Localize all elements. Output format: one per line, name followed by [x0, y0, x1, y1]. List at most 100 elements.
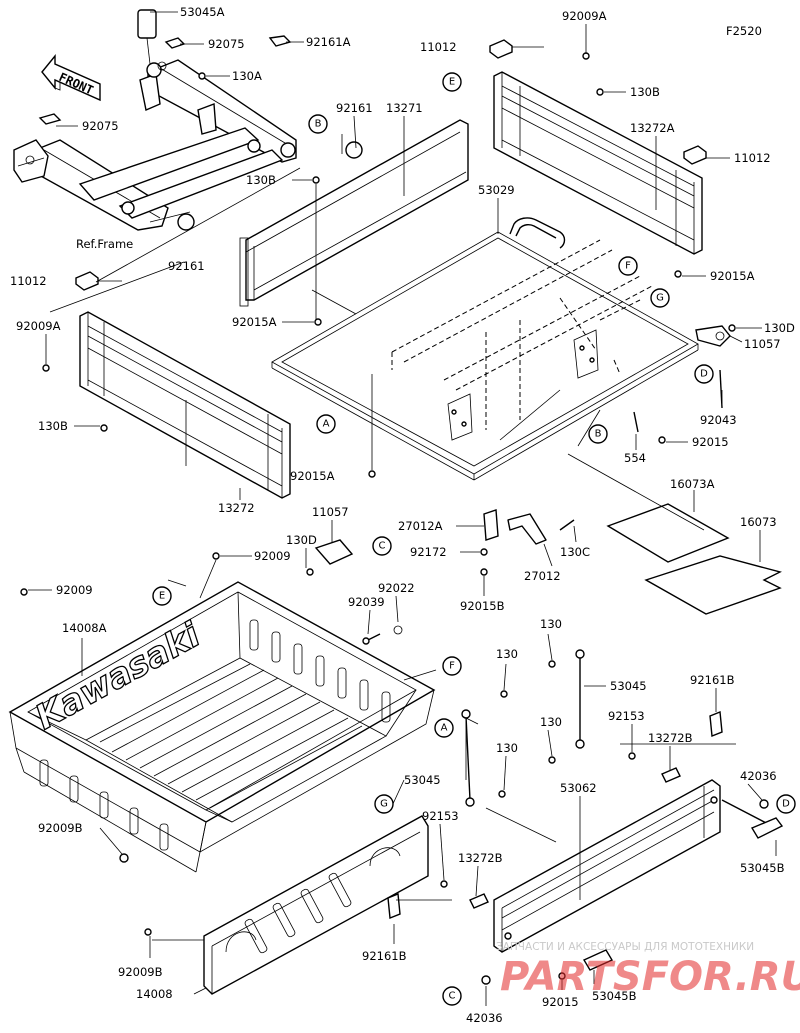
label-92161-bottom: 92161 [168, 259, 205, 273]
label-11012-top: 11012 [420, 40, 457, 54]
bolt-130B-mid [312, 176, 320, 184]
latch-53045B-right [721, 799, 784, 839]
svg-text:C: C [449, 991, 456, 1002]
cap-11012-left [75, 271, 99, 291]
bolt-92153-right [628, 752, 636, 760]
label-92022: 92022 [378, 581, 415, 595]
label-130B-top: 130B [630, 85, 660, 99]
svg-text:E: E [159, 591, 165, 602]
nut-92015-bottom [558, 972, 566, 980]
label-92161A: 92161A [306, 35, 351, 49]
label-14008A: 14008A [62, 621, 107, 635]
bumper-92161B-left [387, 893, 401, 919]
bolt-130B-top [596, 88, 604, 96]
bolt-92009B-left [119, 853, 129, 863]
label-92015-right: 92015 [692, 435, 729, 449]
bracket-27012 [507, 513, 575, 545]
part-labels: 53045A 92075 92161A 130A 92009A 11012 13… [10, 5, 795, 1025]
washer-42036-right [759, 799, 769, 809]
bolt-130B-left [100, 424, 108, 432]
front-panel-13271 [239, 119, 469, 307]
washer-92022 [393, 625, 403, 635]
label-92172: 92172 [410, 545, 447, 559]
label-13272B-right: 13272B [648, 731, 693, 745]
label-53045-left: 53045 [404, 773, 441, 787]
bolt-92009A-left [42, 364, 50, 372]
label-53045A: 53045A [180, 5, 225, 19]
label-42036-right: 42036 [740, 769, 777, 783]
label-92153-right: 92153 [608, 709, 645, 723]
label-92043: 92043 [700, 413, 737, 427]
label-92153-left: 92153 [422, 809, 459, 823]
mat-16073A [606, 503, 730, 563]
label-92015A-right: 92015A [710, 269, 755, 283]
label-130-b: 130 [496, 647, 518, 661]
label-27012A: 27012A [398, 519, 443, 533]
label-130-d: 130 [496, 741, 518, 755]
label-92039: 92039 [348, 595, 385, 609]
label-130D-right: 130D [764, 321, 795, 335]
leader-lines [28, 11, 777, 1006]
ref-frame-label: Ref.Frame [76, 237, 133, 251]
label-92015A-mid: 92015A [232, 315, 277, 329]
label-92009A-top: 92009A [562, 9, 607, 23]
label-92075-top: 92075 [208, 37, 245, 51]
label-13272A: 13272A [630, 121, 675, 135]
label-92161B-left: 92161B [362, 949, 407, 963]
callout-f-top: F [618, 256, 638, 276]
label-130-c: 130 [540, 715, 562, 729]
svg-text:E: E [449, 77, 455, 88]
label-16073: 16073 [740, 515, 777, 529]
plug-92161 [345, 141, 363, 159]
label-130-a: 130 [540, 617, 562, 631]
callout-f-bed: F [442, 656, 462, 676]
label-53062: 53062 [560, 781, 597, 795]
diagram-code: F2520 [726, 24, 762, 38]
bolt-130A [198, 72, 206, 80]
watermark-tagline: ЗАПЧАСТИ И АКСЕССУАРЫ ДЛЯ МОТОТЕХНИКИ [496, 941, 754, 953]
label-16073A: 16073A [670, 477, 715, 491]
tailgate-panel-53062 [493, 779, 721, 953]
callouts: B E F G D B A C E F G A D C [152, 72, 796, 1006]
callout-g-top: G [650, 288, 670, 308]
label-92009B-bottom: 92009B [118, 965, 163, 979]
label-92015-bottom: 92015 [542, 995, 579, 1009]
plug-92161-lower [177, 213, 195, 231]
bracket-27012A [480, 509, 499, 556]
bolt-92009B-bottom [144, 928, 152, 936]
bumper-92161B-right [709, 711, 723, 737]
latch-53045B-left [582, 949, 614, 971]
label-92161-top: 92161 [336, 101, 373, 115]
bumper-cap-92161A [268, 35, 292, 47]
callout-c-bottom: C [442, 986, 462, 1006]
label-92009B-left: 92009B [38, 821, 83, 835]
label-11057-right: 11057 [744, 337, 781, 351]
label-13272B-left: 13272B [458, 851, 503, 865]
cable-53045-right [548, 649, 585, 764]
callout-e-top: E [442, 72, 462, 92]
svg-text:D: D [700, 369, 708, 380]
svg-text:F: F [449, 661, 455, 672]
svg-text:D: D [782, 799, 790, 810]
svg-text:B: B [315, 119, 322, 130]
callout-c-top: C [372, 536, 392, 556]
washer-42036-left [481, 975, 491, 985]
label-27012: 27012 [524, 569, 561, 583]
frame-assembly [13, 9, 297, 231]
nut-92015A-mid [314, 318, 322, 326]
svg-text:A: A [441, 723, 448, 734]
label-53029: 53029 [478, 183, 515, 197]
label-53045B-left: 53045B [592, 989, 637, 1003]
label-130C: 130C [560, 545, 590, 559]
label-14008: 14008 [136, 987, 173, 1001]
nut-92015-right [658, 436, 666, 444]
label-42036-left: 42036 [466, 1011, 503, 1025]
svg-text:G: G [380, 799, 388, 810]
label-92015A-bottom: 92015A [290, 469, 335, 483]
label-130A: 130A [232, 69, 262, 83]
label-13271: 13271 [386, 101, 423, 115]
callout-b-top: B [308, 114, 328, 134]
bolt-92009-top [212, 552, 220, 560]
